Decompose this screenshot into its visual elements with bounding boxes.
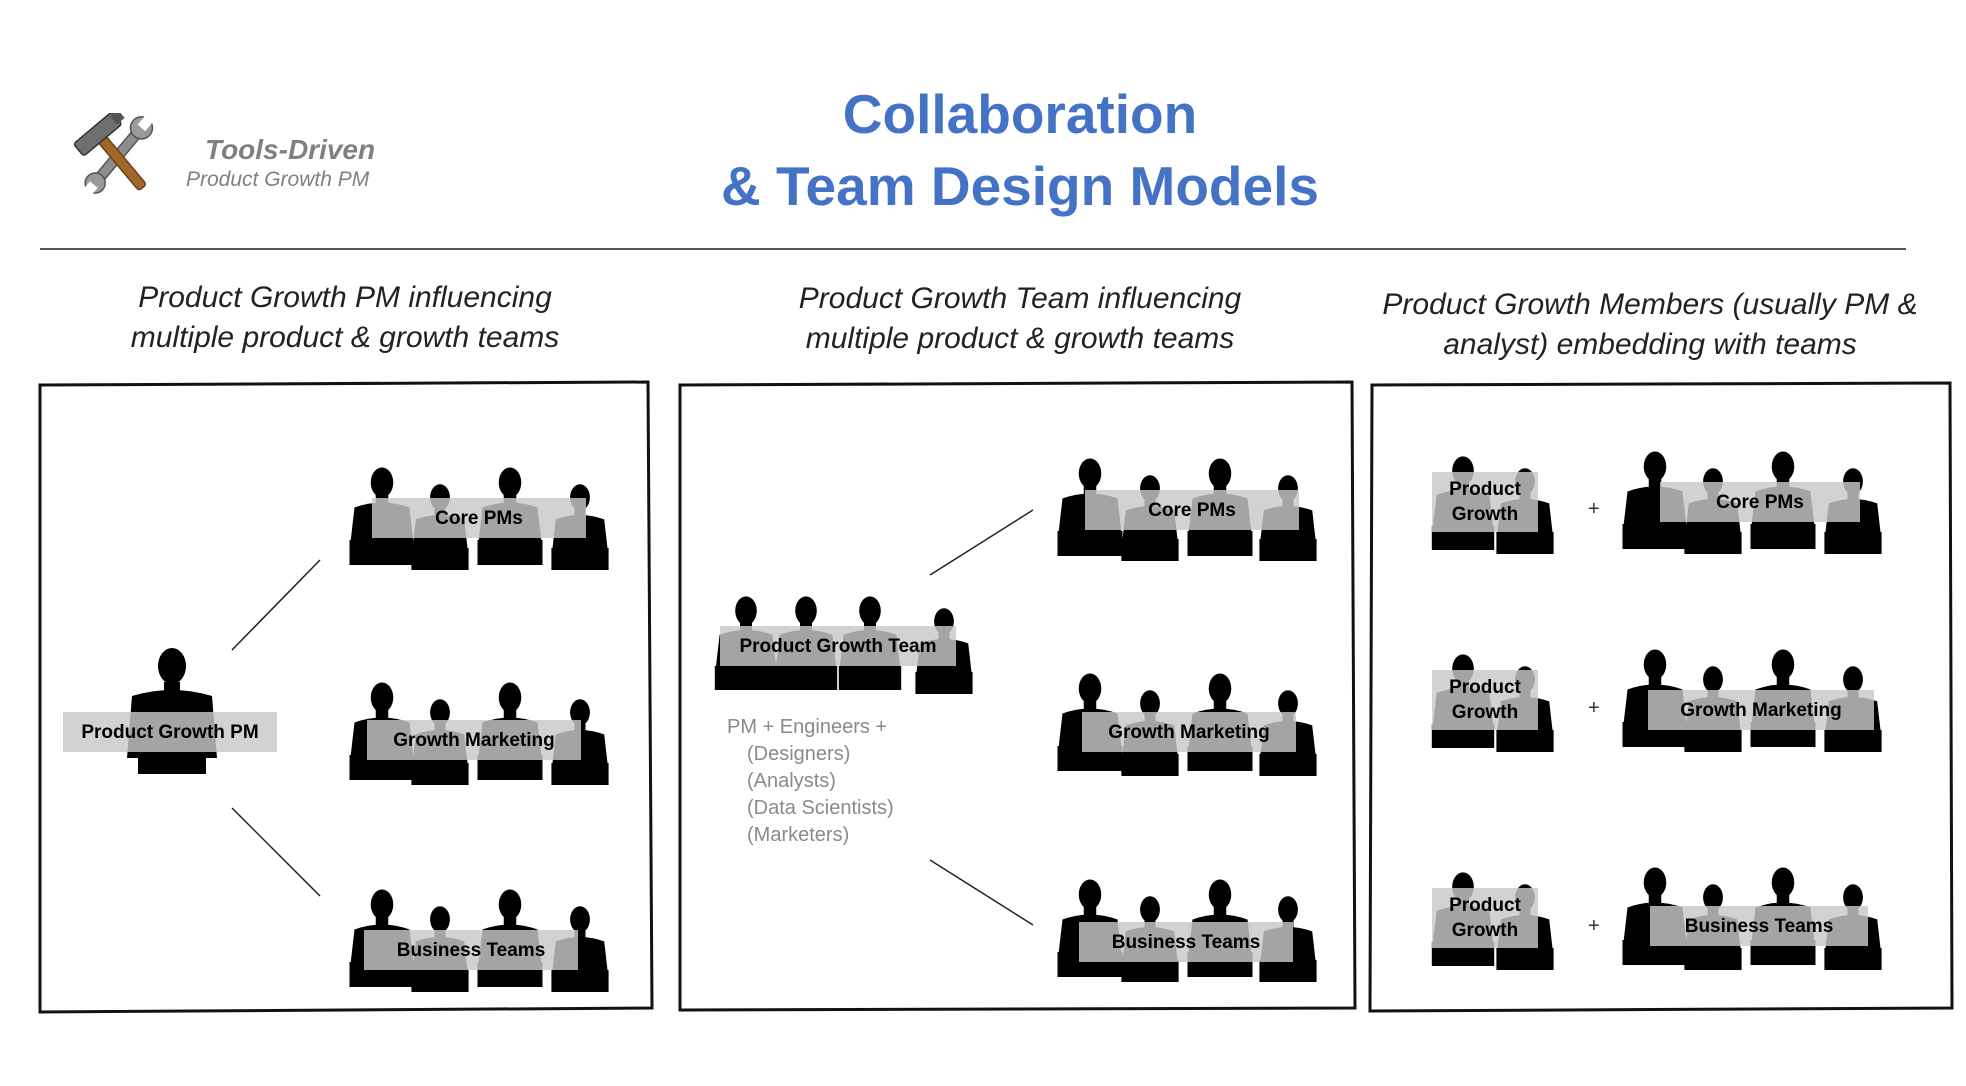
column-1-title-line-1: Product Growth PM influencing xyxy=(138,281,552,314)
column-1-box xyxy=(38,380,654,1014)
hub-members-list: PM + Engineers + (Designers) (Analysts) … xyxy=(727,714,894,849)
column-3-title-line-1: Product Growth Members (usually PM & xyxy=(1382,288,1918,321)
brand-subtitle: Product Growth PM xyxy=(186,168,370,191)
team-label-core-pms: Core PMs xyxy=(372,498,586,538)
header-divider xyxy=(40,248,1906,250)
hub-member: (Analysts) xyxy=(747,770,836,792)
embed-label-line-2: Growth xyxy=(1451,702,1519,723)
column-3-title: Product Growth Members (usually PM & ana… xyxy=(1360,285,1940,365)
team-label-growth-marketing: Growth Marketing xyxy=(367,720,581,760)
plus-sign: + xyxy=(1588,498,1600,520)
column-1-title: Product Growth PM influencing multiple p… xyxy=(60,278,630,358)
connector-line xyxy=(929,509,1034,576)
team-label-core-pms: Core PMs xyxy=(1660,482,1860,522)
team-label-growth-marketing: Growth Marketing xyxy=(1082,712,1296,752)
plus-sign: + xyxy=(1588,697,1600,719)
hub-member: (Designers) xyxy=(747,743,851,765)
connector-line xyxy=(929,859,1034,926)
column-3-box xyxy=(1368,381,1954,1013)
column-2-title: Product Growth Team influencing multiple… xyxy=(740,279,1300,359)
title-line-1: Collaboration xyxy=(842,83,1198,145)
column-2-title-line-2: multiple product & growth teams xyxy=(805,322,1235,355)
embed-label-line-1: Product xyxy=(1449,895,1521,916)
column-3-title-line-2: analyst) embedding with teams xyxy=(1443,328,1857,361)
plus-sign: + xyxy=(1588,915,1600,937)
hammer-wrench-icon xyxy=(73,113,154,196)
embed-label-line-1: Product xyxy=(1449,677,1521,698)
silhouette-group xyxy=(127,648,217,774)
hub-label: Product Growth PM xyxy=(63,712,277,752)
hub-member: (Marketers) xyxy=(747,824,850,846)
embed-label-line-2: Growth xyxy=(1451,504,1519,525)
team-label-business-teams: Business Teams xyxy=(1650,906,1868,946)
hub-member: (Data Scientists) xyxy=(747,797,894,819)
hub-label: Product Growth Team xyxy=(720,626,956,666)
embed-label-line-2: Growth xyxy=(1451,920,1519,941)
column-2-title-line-1: Product Growth Team influencing xyxy=(798,282,1242,315)
column-2-box xyxy=(678,380,1357,1012)
team-label-core-pms: Core PMs xyxy=(1085,490,1299,530)
hub-member: PM + Engineers + xyxy=(727,716,888,738)
connector-line xyxy=(231,559,321,651)
connector-line xyxy=(231,807,321,897)
column-1-title-line-2: multiple product & growth teams xyxy=(130,321,560,354)
embed-label-line-1: Product xyxy=(1449,479,1521,500)
team-label-growth-marketing: Growth Marketing xyxy=(1648,690,1874,730)
brand-name: Tools-Driven xyxy=(205,134,376,165)
page-title: Collaboration & Team Design Models xyxy=(500,78,1540,222)
title-line-2: & Team Design Models xyxy=(721,155,1319,217)
team-label-business-teams: Business Teams xyxy=(364,930,578,970)
team-label-business-teams: Business Teams xyxy=(1079,922,1293,962)
